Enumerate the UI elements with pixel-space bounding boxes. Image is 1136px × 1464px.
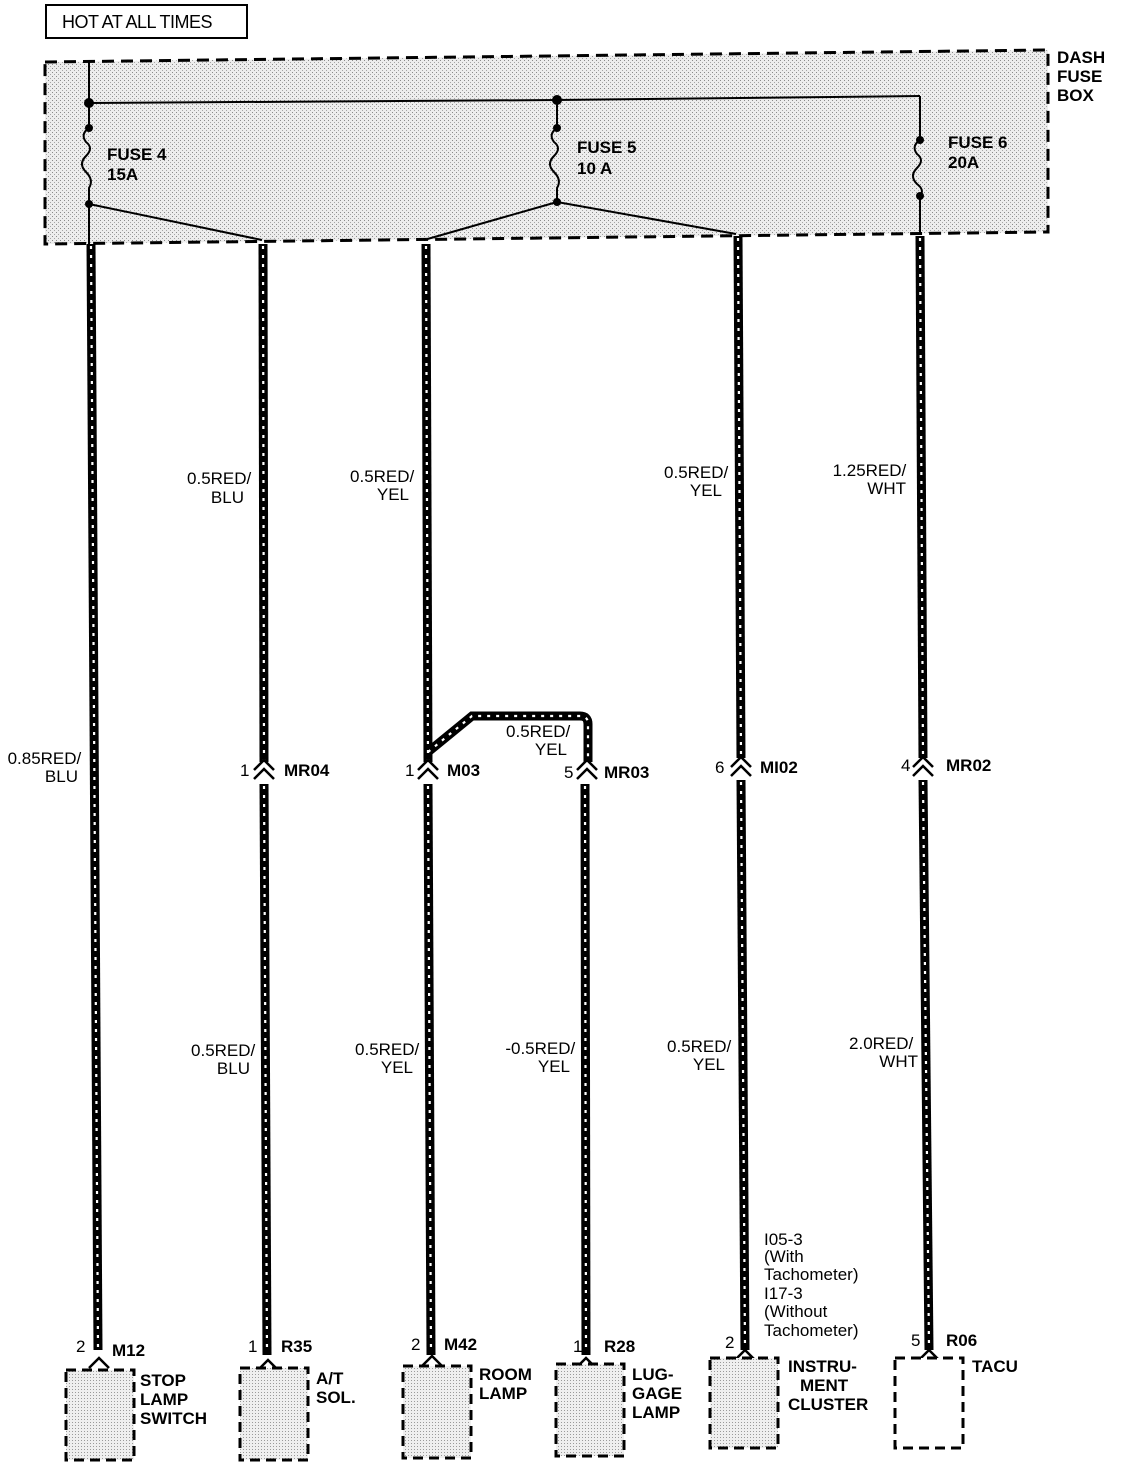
wire-label-luggage-lower: -0.5RED/ YEL (505, 1039, 580, 1076)
component-pin: 1 (573, 1337, 582, 1356)
connector-pin: 6 (715, 758, 724, 777)
component-pin: 2 (76, 1337, 85, 1356)
luggage-lamp-box (554, 1362, 626, 1458)
connector-pin: 4 (901, 756, 910, 775)
instrument-cluster-box (708, 1356, 780, 1450)
wire-room-upper (421, 243, 433, 763)
wire-label-room-upper: 0.5RED/ YEL (350, 467, 419, 504)
component-connector: M42 (444, 1335, 477, 1354)
wire-label-atsol-lower: 0.5RED/ BLU (191, 1041, 260, 1078)
stop-lamp-switch-name: STOP LAMP SWITCH (140, 1371, 207, 1428)
component-boxes (64, 1356, 965, 1462)
room-lamp-name: ROOM LAMP (479, 1365, 537, 1403)
component-connector: R06 (946, 1331, 977, 1350)
component-connector: R28 (604, 1337, 635, 1356)
at-sol-name: A/T SOL. (316, 1369, 356, 1407)
wire-label-tacu-lower: 2.0RED/ WHT (849, 1034, 918, 1071)
header-title: HOT AT ALL TIMES (62, 12, 213, 32)
dash-fuse-box: DASH FUSE BOX (43, 48, 1110, 246)
component-connector: M12 (112, 1341, 145, 1360)
fuse-5-label: FUSE 5 10 A (577, 138, 641, 178)
connector-id: MI02 (760, 758, 798, 777)
instrument-cluster-name: INSTRU- MENT CLUSTER (788, 1357, 868, 1414)
connector-pin: 1 (405, 761, 414, 780)
wire-label-atsol-upper: 0.5RED/ BLU (187, 469, 256, 507)
wire-tacu-lower (918, 779, 934, 1351)
component-labels: 2 M12 STOP LAMP SWITCH 1 R35 A/T SOL. 2 … (76, 1331, 1018, 1428)
tacu-name: TACU (972, 1357, 1018, 1376)
connector-labels: 1 MR04 1 M03 5 MR03 6 MI02 4 MR02 (240, 756, 991, 782)
cluster-connector-note: I05-3 (With Tachometer) I17-3 (Without T… (764, 1230, 863, 1340)
wire-label-cluster-lower: 0.5RED/ YEL (667, 1037, 736, 1074)
connector-pin: 1 (240, 761, 249, 780)
connector-id: MR02 (946, 756, 991, 775)
fuse-box-label: DASH FUSE BOX (1057, 48, 1110, 105)
wire-label-branch: 0.5RED/ YEL (506, 722, 575, 759)
tacu-box (893, 1356, 965, 1450)
connector-pin: 5 (564, 763, 573, 782)
connector-id: MR03 (604, 763, 649, 782)
fuse-6-label: FUSE 6 20A (948, 133, 1012, 172)
wire-label-cluster-upper: 0.5RED/ YEL (664, 463, 733, 500)
component-connector: R35 (281, 1337, 312, 1356)
wire-label-tacu-upper: 1.25RED/ WHT (833, 461, 911, 498)
wire-cluster-lower (736, 779, 750, 1351)
wire-labels: 0.85RED/ BLU 0.5RED/ BLU 0.5RED/ YEL 0.5… (8, 461, 918, 1078)
luggage-lamp-name: LUG- GAGE LAMP (632, 1365, 687, 1422)
at-sol-box (238, 1366, 310, 1462)
harness-wires (86, 235, 934, 1356)
wire-at-sol-lower (259, 783, 272, 1356)
fuse-4-label: FUSE 4 15A (107, 145, 171, 184)
wire-at-sol-upper (258, 243, 269, 763)
component-pin: 2 (725, 1333, 734, 1352)
wire-luggage-lower (580, 783, 591, 1356)
component-pin: 2 (411, 1335, 420, 1354)
connector-id: M03 (447, 761, 480, 780)
room-lamp-box (401, 1364, 473, 1460)
inline-connector-chevrons (253, 755, 934, 780)
wire-label-stop-upper: 0.85RED/ BLU (8, 749, 86, 786)
power-source-header: HOT AT ALL TIMES (45, 4, 248, 39)
fuse-box-internal-wiring (81, 60, 923, 244)
component-pin: 1 (248, 1337, 257, 1356)
connector-id: MR04 (284, 761, 330, 780)
stop-lamp-switch-box (64, 1368, 136, 1462)
component-pin: 5 (911, 1331, 920, 1350)
wire-label-room-lower: 0.5RED/ YEL (355, 1040, 424, 1077)
junction-dots (84, 95, 924, 208)
wire-room-lower (423, 783, 436, 1356)
